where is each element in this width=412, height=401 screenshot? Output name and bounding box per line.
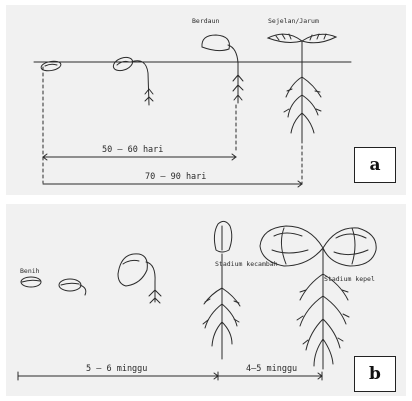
label-benih: Benih (20, 267, 40, 275)
duration-label-b-2: 4–5 minggu (246, 364, 297, 374)
label-sejelan-jarum: Sejelan/Jarum (268, 17, 319, 25)
panel-b-letter: b (354, 356, 396, 392)
panel-a-drawing (6, 5, 406, 195)
benih-drawing (21, 277, 41, 287)
duration-label-a-2: 70 – 90 hari (145, 172, 206, 182)
duration-label-b-1: 5 – 6 minggu (86, 364, 147, 374)
label-berdaun: Berdaun (192, 17, 219, 25)
stadium-kecambah-drawing (203, 221, 240, 359)
hook-stage-drawing (118, 254, 161, 303)
duration-label-a-1: 50 – 60 hari (102, 145, 163, 155)
panel-b-seedling-growth-stages: Benih Stadium kecambah Stadium kepel 5 –… (6, 204, 406, 396)
stadium-kepel-drawing (260, 226, 376, 369)
panel-b-drawing (6, 204, 406, 396)
panel-a-seedling-growth-stages: Berdaun Sejelan/Jarum 50 – 60 hari 70 – … (6, 5, 406, 195)
label-stadium-kecambah: Stadium kecambah (215, 260, 278, 268)
label-stadium-kepel: Stadium kepel (324, 275, 375, 283)
sejelan-stage-drawing (268, 34, 336, 140)
germination-b-drawing (59, 279, 86, 295)
panel-a-letter: a (354, 147, 396, 183)
berdaun-stage-drawing (202, 35, 243, 103)
